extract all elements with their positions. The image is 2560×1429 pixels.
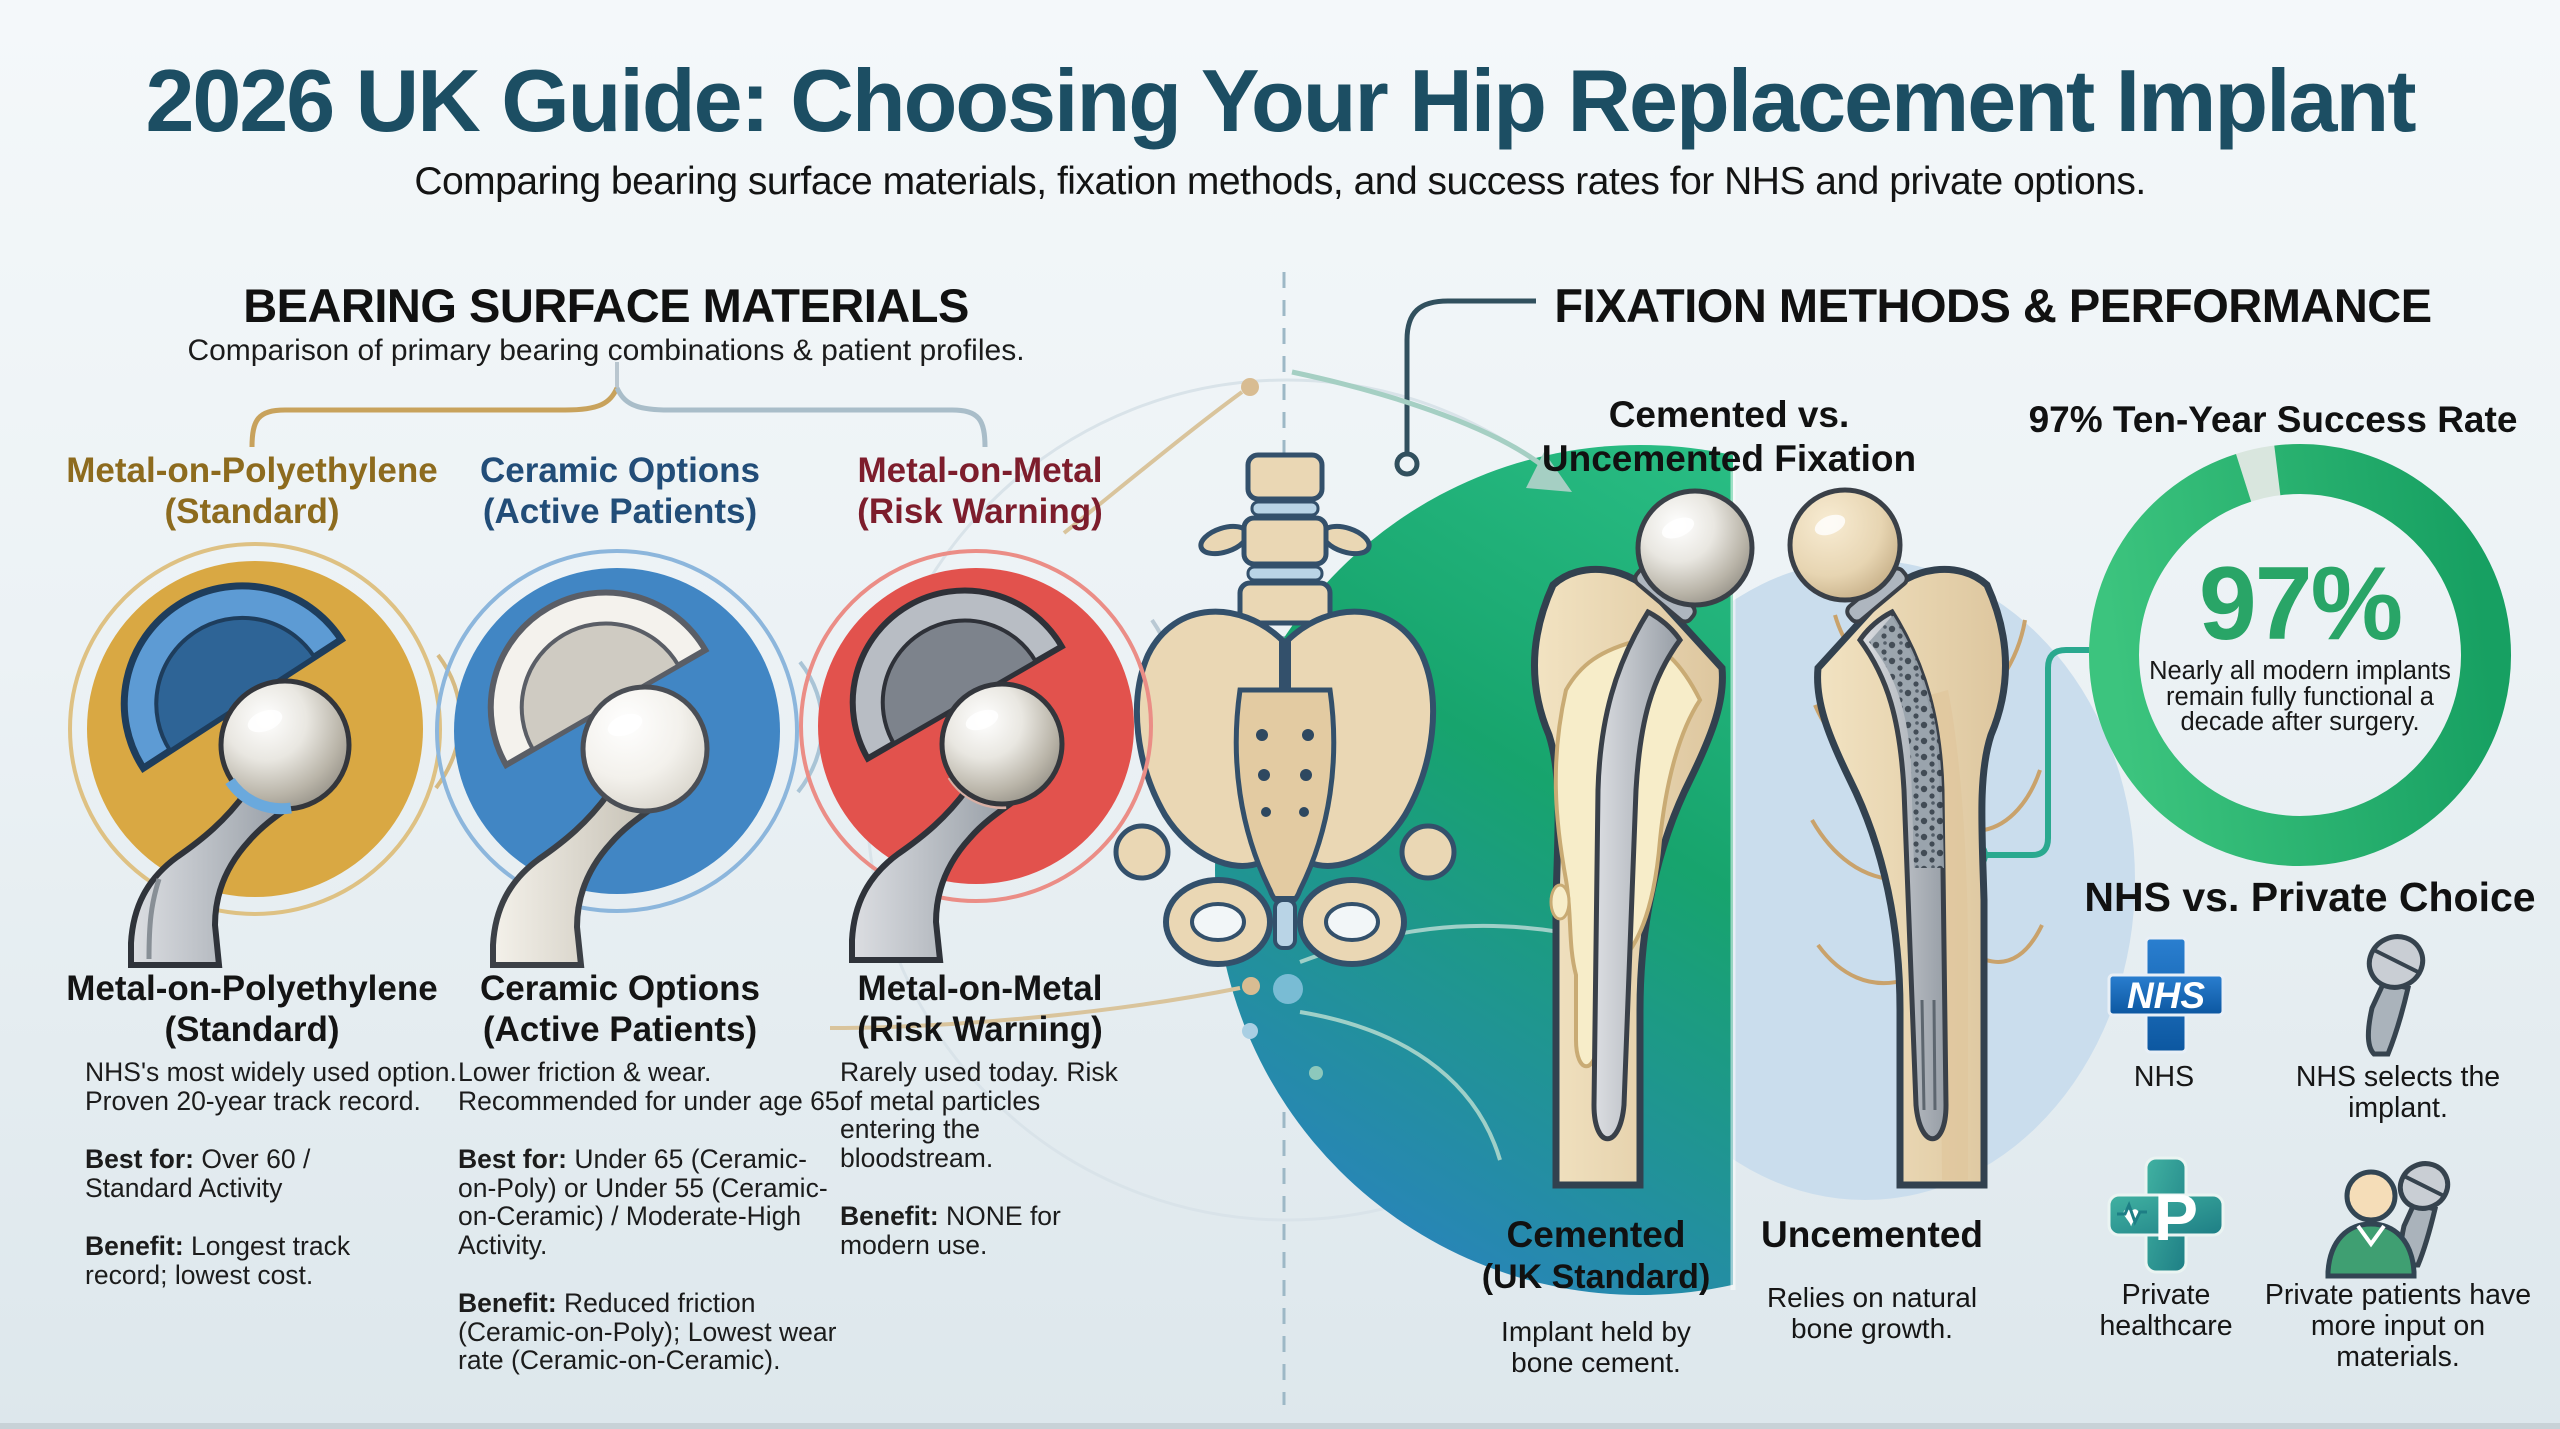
nhs-caption: NHS	[2133, 1061, 2195, 1093]
column-name: Ceramic Options	[479, 969, 761, 1008]
bottom-edge-strip	[0, 1423, 2560, 1429]
nhs-logo-icon: NHS	[2107, 936, 2225, 1054]
metal-on-metal-illustration	[799, 549, 1153, 963]
uncemented-femur-illustration	[1787, 487, 2044, 1189]
implant-stem	[1591, 608, 1684, 1141]
column-description: NHS's most widely used option. Proven 20…	[85, 1057, 457, 1116]
column-title-metal-on-metal: Metal-on-Metal (Risk Warning)	[780, 968, 1180, 1050]
pelvis-illustration	[1113, 452, 1457, 967]
column-body-ceramic: Lower friction & wear. Recommended for u…	[458, 1058, 868, 1375]
patient-body	[2325, 1221, 2417, 1279]
bearing-section-heading: BEARING SURFACE MATERIALS	[243, 279, 969, 332]
ecg-line-icon	[2117, 1200, 2147, 1226]
success-percentage: 97%	[2198, 546, 2403, 662]
column-header-metal-on-poly: Metal-on-Polyethylene (Standard)	[52, 450, 452, 532]
column-name: Metal-on-Metal	[857, 451, 1103, 490]
best-for-text: Best for: Over 60 / Standard Activity	[85, 1144, 311, 1203]
column-name: Metal-on-Polyethylene	[66, 451, 438, 490]
column-title-metal-on-poly: Metal-on-Polyethylene (Standard)	[52, 968, 452, 1050]
column-title-ceramic: Ceramic Options (Active Patients)	[420, 968, 820, 1050]
bearing-section-subheading: Comparison of primary bearing combinatio…	[187, 334, 1025, 367]
fixation-callout-line	[1291, 298, 1572, 492]
cement-drip	[1549, 883, 1571, 921]
column-qualifier: (Active Patients)	[482, 492, 758, 531]
cemented-qualifier: (UK Standard)	[1481, 1258, 1711, 1296]
column-qualifier: (Standard)	[164, 1010, 340, 1049]
implant-ball	[1635, 488, 1755, 608]
cemented-femur-illustration	[1531, 488, 1755, 1189]
femur-stem	[490, 789, 656, 968]
column-description: Lower friction & wear. Recommended for u…	[458, 1057, 847, 1116]
implant-ball	[939, 681, 1065, 807]
column-qualifier: (Standard)	[164, 492, 340, 531]
column-qualifier: (Risk Warning)	[857, 492, 1103, 531]
patient-caption: Private patients have more input on mate…	[2264, 1279, 2532, 1373]
implant-ball	[580, 684, 710, 814]
ceramic-illustration	[435, 549, 799, 968]
benefit-text: Benefit: NONE for modern use.	[840, 1201, 1061, 1260]
porous-coating	[1869, 615, 1944, 868]
patient-implant-icon	[2325, 1161, 2451, 1279]
fixation-subheading: Cemented vs. Uncemented Fixation	[1541, 394, 1917, 479]
nhs-logo-text: NHS	[2127, 975, 2205, 1016]
sacral-foramina-dots	[1256, 729, 1314, 817]
femur-stem	[849, 784, 1015, 963]
page-subtitle: Comparing bearing surface materials, fix…	[414, 160, 2146, 203]
column-header-ceramic: Ceramic Options (Active Patients)	[420, 450, 820, 532]
column-description: Rarely used today. Risk of metal particl…	[840, 1057, 1118, 1173]
choice-heading: NHS vs. Private Choice	[2084, 874, 2536, 920]
uncemented-description: Relies on natural bone growth.	[1766, 1282, 1978, 1344]
column-name: Ceramic Options	[479, 451, 761, 490]
hip-implant-icon	[2365, 934, 2426, 1057]
cemented-description: Implant held by bone cement.	[1501, 1316, 1691, 1378]
spine-illustration	[1198, 452, 1372, 626]
column-qualifier: (Risk Warning)	[857, 1010, 1103, 1049]
fixation-section-heading: FIXATION METHODS & PERFORMANCE	[1554, 279, 2432, 332]
column-body-metal-on-poly: NHS's most widely used option. Proven 20…	[85, 1058, 485, 1289]
femur-stem	[128, 787, 294, 968]
column-qualifier: (Active Patients)	[482, 1010, 758, 1049]
implant-caption: NHS selects the implant.	[2295, 1061, 2501, 1124]
poly-liner-edge	[225, 777, 292, 815]
success-donut-chart	[2089, 444, 2511, 866]
benefit-text: Benefit: Longest track record; lowest co…	[85, 1231, 351, 1290]
column-name: Metal-on-Metal	[857, 969, 1103, 1008]
benefit-text: Benefit: Reduced friction (Ceramic-on-Po…	[458, 1288, 837, 1375]
private-caption: Private healthcare	[2099, 1279, 2233, 1342]
column-body-metal-on-metal: Rarely used today. Risk of metal particl…	[840, 1058, 1150, 1259]
success-donut-arc	[2089, 444, 2511, 866]
private-cross-icon: ♥ P	[2107, 1156, 2225, 1274]
success-rate-heading: 97% Ten-Year Success Rate	[2028, 399, 2518, 440]
arrow-down-icon	[1526, 452, 1572, 492]
success-caption: Nearly all modern implants remain fully …	[2149, 657, 2451, 736]
grouping-brace	[249, 362, 988, 448]
uncemented-title: Uncemented	[1760, 1214, 1984, 1255]
metal-on-polyethylene-illustration	[68, 542, 442, 968]
private-logo-text: P	[2154, 1180, 2198, 1254]
page-title: 2026 UK Guide: Choosing Your Hip Replace…	[145, 51, 2416, 150]
best-for-text: Best for: Under 65 (Ceramic-on-Poly) or …	[458, 1144, 828, 1260]
patient-head	[2344, 1169, 2398, 1223]
cemented-title: Cemented	[1506, 1214, 1686, 1255]
column-name: Metal-on-Polyethylene	[66, 969, 438, 1008]
column-header-metal-on-metal: Metal-on-Metal (Risk Warning)	[780, 450, 1180, 532]
implant-ball	[1787, 487, 1903, 603]
